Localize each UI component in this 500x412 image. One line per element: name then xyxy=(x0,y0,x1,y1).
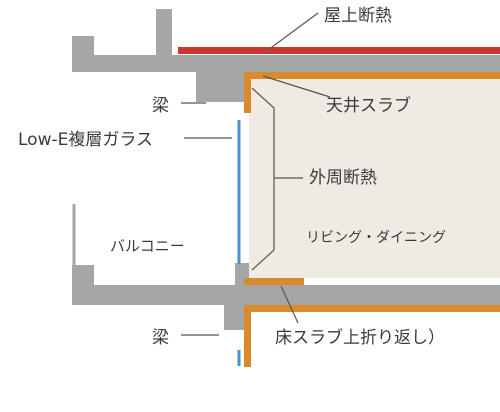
beam-upper-label: 梁 xyxy=(152,96,169,116)
low-e-glass-label: Low-E複層ガラス xyxy=(18,130,153,150)
roof-insulation-label: 屋上断熱 xyxy=(324,6,392,26)
perimeter-insulation-label: 外周断熱 xyxy=(309,168,377,188)
floor-slab-turnback-label: 床スラブ上折り返し） xyxy=(275,327,445,348)
beam-lower-label: 梁 xyxy=(152,328,169,348)
floor-insulation-layer xyxy=(244,278,500,367)
ceiling-slab-label: 天井スラブ xyxy=(326,95,411,116)
perimeter-insulation-bracket xyxy=(251,87,275,271)
upper-concrete-structure xyxy=(72,9,500,102)
ceiling-insulation-layer xyxy=(244,72,500,113)
balcony-label: バルコニー xyxy=(110,237,185,255)
living-dining-label: リビング・ダイニング xyxy=(306,230,446,246)
roof-insulation-layer xyxy=(178,47,500,54)
leader-lines xyxy=(181,12,331,336)
